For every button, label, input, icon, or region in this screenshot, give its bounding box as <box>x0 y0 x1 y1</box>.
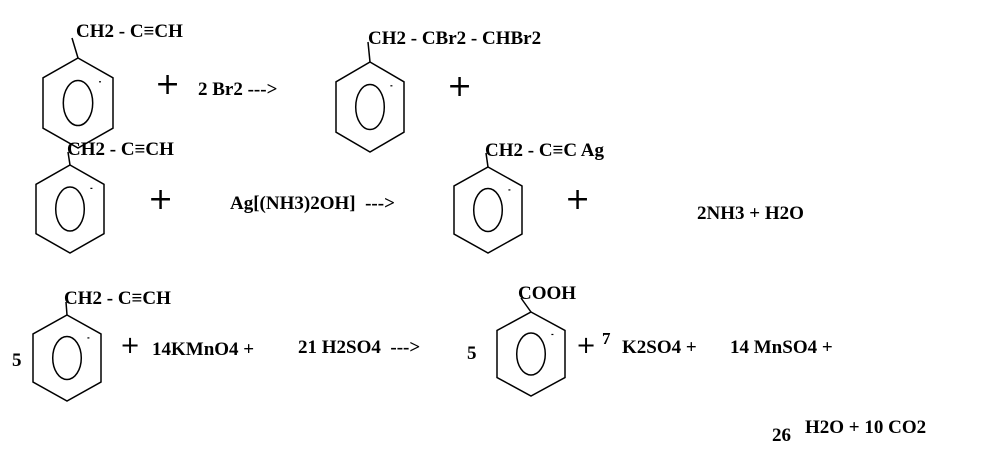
hexagon <box>42 57 114 149</box>
r1-reactant-substituent: CH2 - C≡CH <box>76 21 183 42</box>
r3-reactant-coefficient: 5 <box>12 350 22 371</box>
aromatic-circle <box>472 187 504 233</box>
benzene-ring <box>32 301 102 402</box>
r1-product-substituent: CH2 - CBr2 - CHBr2 <box>368 28 542 49</box>
r3-k2so4-coefficient: 7 <box>602 329 611 348</box>
r3-reactant-substituent: CH2 - C≡CH <box>64 288 171 309</box>
r3-h2o-coefficient: 26 <box>772 425 791 446</box>
aromatic-circle <box>515 332 547 376</box>
hexagon <box>35 164 105 254</box>
aromatic-circle <box>354 83 386 131</box>
r3-k2so4: K2SO4 + <box>622 337 697 358</box>
substituent-bond <box>67 151 71 166</box>
r2-product-substituent: CH2 - C≡C Ag <box>485 140 605 161</box>
r3-plus-2: + <box>576 331 597 359</box>
r2-plus-1: + <box>148 182 174 217</box>
substituent-bond <box>65 301 68 316</box>
r2-reagent: Ag[(NH3)2OH] ---> <box>230 193 395 214</box>
hexagon <box>496 311 566 397</box>
aromatic-circle <box>54 186 86 232</box>
hexagon <box>335 61 405 153</box>
substituent-bond <box>367 41 371 63</box>
benzene-ring <box>42 37 114 149</box>
r3-product-substituent: COOH <box>518 283 577 304</box>
hexagon <box>453 166 523 254</box>
r2-byproducts: 2NH3 + H2O <box>697 203 804 224</box>
r1-reagent: 2 Br2 ---> <box>198 79 278 100</box>
aromatic-circle <box>51 335 83 381</box>
substituent-bond <box>520 297 532 313</box>
benzene-ring <box>496 297 566 397</box>
r3-reagent-h2so4: 21 H2SO4 ---> <box>298 337 421 358</box>
r3-product-coefficient: 5 <box>467 343 477 364</box>
hexagon <box>32 314 102 402</box>
benzene-ring <box>335 41 405 153</box>
r3-h2o-co2: H2O + 10 CO2 <box>805 417 927 438</box>
r2-plus-2: + <box>565 182 591 217</box>
benzene-ring <box>35 151 105 254</box>
substituent-bond <box>71 37 79 59</box>
r3-reagent-kmno4: 14KMnO4 + <box>152 339 255 360</box>
r1-plus-2: + <box>447 69 473 104</box>
r3-plus-1: + <box>120 331 141 359</box>
benzene-ring <box>453 152 523 254</box>
r3-mnso4: 14 MnSO4 + <box>730 337 833 358</box>
r1-plus-1: + <box>155 67 181 102</box>
r2-reactant-substituent: CH2 - C≡CH <box>67 139 174 160</box>
aromatic-circle <box>62 79 94 127</box>
substituent-bond <box>485 152 489 168</box>
